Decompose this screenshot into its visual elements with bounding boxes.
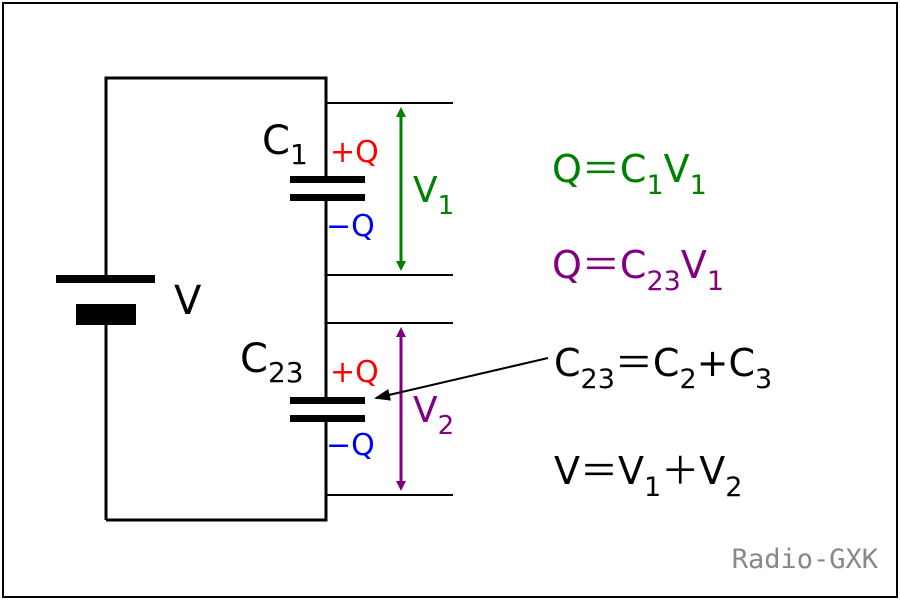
c1-positive-charge: +Q	[330, 135, 379, 170]
c23-pointer-arrow	[374, 357, 549, 401]
c23-positive-charge: +Q	[330, 355, 379, 390]
eq2-part-c: V	[681, 243, 707, 287]
eq3-sub-d: 2	[679, 364, 696, 395]
v2-label-main: V	[413, 390, 438, 431]
c1-label-main: C	[262, 118, 290, 164]
c1-bottom-plate	[290, 194, 365, 201]
battery-short-plate	[76, 304, 136, 325]
eq4-part-c: ＋V	[661, 449, 725, 493]
eq1-sub-b: 1	[646, 170, 663, 201]
c23-label-main: C	[240, 336, 268, 382]
c1-top-plate	[290, 176, 365, 183]
eq3-sub-b: 23	[581, 364, 615, 395]
capacitor-c23	[290, 397, 365, 422]
watermark-text: Radio-GXK	[732, 544, 879, 575]
capacitor-c1	[290, 176, 365, 201]
v1-label-main: V	[413, 170, 438, 211]
eq3-part-e: +C	[697, 341, 755, 385]
battery	[56, 275, 155, 325]
v1-label-sub: 1	[438, 191, 455, 221]
battery-long-plate	[56, 275, 155, 283]
voltage-reference-lines	[326, 102, 453, 496]
c23-top-plate	[290, 397, 365, 404]
v1-label: V1	[413, 170, 454, 221]
v2-label-sub: 2	[438, 411, 455, 441]
eq4-part-a: V＝V	[554, 449, 644, 493]
c1-label-sub: 1	[290, 138, 308, 171]
c1-negative-charge: −Q	[326, 209, 375, 244]
equation-q-c23-v1: Q＝C23V1	[552, 243, 724, 297]
c1-label: C1	[262, 118, 308, 171]
equation-v-sum: V＝V1＋V2	[554, 449, 742, 503]
c23-label: C23	[240, 336, 304, 389]
c23-bottom-plate	[290, 415, 365, 422]
battery-label: V	[174, 278, 202, 324]
equation-q-c1-v1: Q＝C1V1	[552, 147, 707, 201]
eq3-sub-f: 3	[755, 364, 772, 395]
eq1-part-c: V	[664, 147, 690, 191]
c23-negative-charge: −Q	[326, 428, 375, 463]
v2-label: V2	[413, 390, 454, 441]
eq1-part-a: Q＝C	[552, 147, 646, 191]
eq2-part-a: Q＝C	[552, 243, 646, 287]
eq2-sub-b: 23	[646, 266, 680, 297]
eq3-part-c: ＝C	[615, 341, 680, 385]
c23-label-sub: 23	[268, 356, 304, 389]
eq4-sub-b: 1	[644, 472, 661, 503]
eq4-sub-d: 2	[725, 472, 742, 503]
eq1-sub-d: 1	[690, 170, 707, 201]
eq2-sub-d: 1	[707, 266, 724, 297]
circuit-wires	[104, 76, 328, 522]
equation-c23-sum: C23＝C2+C3	[554, 341, 772, 395]
eq3-part-a: C	[554, 341, 581, 385]
